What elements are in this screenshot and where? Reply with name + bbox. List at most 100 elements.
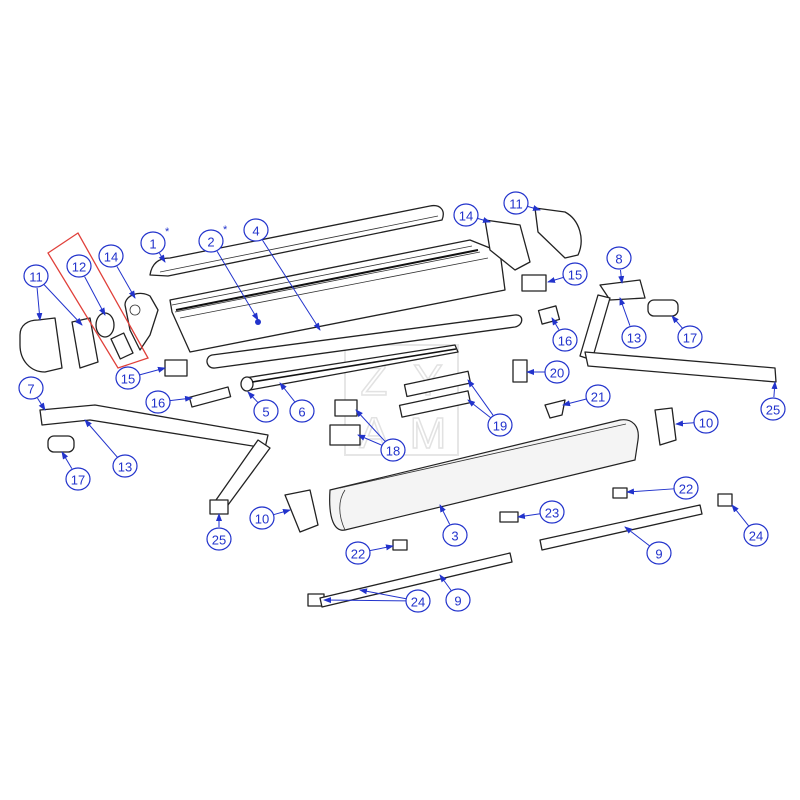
leader-line <box>116 266 136 299</box>
callout-number: 8 <box>615 252 622 267</box>
callout-number: 6 <box>298 405 305 420</box>
callout-number: 12 <box>72 260 86 275</box>
leader-line <box>279 382 295 402</box>
part-4-profile <box>206 314 523 369</box>
callout-circle <box>585 384 611 408</box>
callout-13: 13 <box>84 419 138 478</box>
callout-number: 18 <box>386 444 400 459</box>
left-arm <box>39 404 271 515</box>
callout-circle <box>243 218 269 242</box>
callout-number: 10 <box>699 416 713 431</box>
callout-number: 25 <box>212 533 226 548</box>
leader-line <box>37 397 46 411</box>
callout-9: 9 <box>439 574 471 612</box>
leader-line <box>731 504 749 526</box>
part-3-front-profile <box>329 419 639 531</box>
part-11-right-end-cap <box>534 207 582 259</box>
callout-20: 20 <box>526 360 570 384</box>
leader-line <box>467 379 494 416</box>
leader-line <box>619 297 631 326</box>
callout-18: 18 <box>355 409 406 462</box>
callout-circle <box>249 506 275 530</box>
callout-number: 17 <box>683 331 697 346</box>
callout-number: 1 <box>149 237 156 252</box>
part-2-fabric-tube <box>169 239 506 353</box>
callout-2: 2* <box>198 224 259 321</box>
callout-8: 8 <box>606 246 632 284</box>
callout-circle <box>206 527 232 551</box>
asterisk-mark: * <box>223 224 228 236</box>
callout-circle <box>621 325 647 349</box>
callout-16: 16 <box>145 390 193 414</box>
part-14-left-bracket <box>124 292 159 351</box>
callout-24: 24 <box>731 504 769 547</box>
callout-circle <box>503 191 529 215</box>
callout-number: 22 <box>679 482 693 497</box>
callout-23: 23 <box>517 500 565 524</box>
callout-circle <box>23 264 49 288</box>
leader-line <box>517 513 541 519</box>
callout-circle <box>140 231 166 255</box>
leader-line <box>626 488 675 495</box>
leader-line <box>36 287 43 321</box>
leader-line <box>323 597 407 604</box>
part-11-left-end-caps <box>19 317 99 373</box>
leader-line <box>618 269 625 284</box>
callout-10: 10 <box>249 506 291 530</box>
highlight-box-motor-kit <box>47 232 149 369</box>
part-1-cover <box>149 204 444 277</box>
leader-line <box>477 217 491 223</box>
callout-22: 22 <box>345 541 394 565</box>
callout-circle <box>380 438 406 462</box>
callout-13: 13 <box>619 297 647 349</box>
callout-circle <box>677 325 703 349</box>
callout-number: 9 <box>454 594 461 609</box>
callout-number: 22 <box>351 547 365 562</box>
callout-circle <box>253 399 279 423</box>
callout-22: 22 <box>626 476 699 500</box>
callout-number: 3 <box>451 529 458 544</box>
leader-line <box>355 409 386 442</box>
callout-25: 25 <box>760 381 786 421</box>
callout-number: 7 <box>27 382 34 397</box>
callout-number: 16 <box>558 334 572 349</box>
leader-line <box>439 504 451 525</box>
callout-17: 17 <box>61 451 91 491</box>
callout-number: 17 <box>71 473 85 488</box>
callout-circle <box>673 476 699 500</box>
callout-circle <box>115 366 141 390</box>
callout-circle <box>693 410 719 434</box>
callout-number: 9 <box>655 547 662 562</box>
callout-3: 3 <box>439 504 468 547</box>
callout-circle <box>442 523 468 547</box>
callout-number: 20 <box>550 366 564 381</box>
leader-line <box>43 284 83 326</box>
leader-line <box>675 420 695 427</box>
callout-number: 13 <box>627 331 641 346</box>
callout-7: 7 <box>18 376 46 411</box>
callout-16: 16 <box>551 317 578 352</box>
part-6-roller <box>240 344 459 392</box>
callout-circle <box>539 500 565 524</box>
asterisk-mark: * <box>165 226 170 238</box>
callout-circle <box>405 589 431 613</box>
callout-circle <box>552 328 578 352</box>
callout-15: 15 <box>115 366 166 390</box>
svg-text:M: M <box>410 409 447 458</box>
leader-line <box>439 574 452 591</box>
callout-9: 9 <box>624 526 672 565</box>
callout-number: 11 <box>29 270 43 285</box>
callout-circle <box>445 588 471 612</box>
callout-number: 24 <box>411 595 425 610</box>
callout-number: 15 <box>121 372 135 387</box>
leader-line <box>84 276 106 316</box>
callout-number: 13 <box>118 460 132 475</box>
callout-4: 4 <box>243 218 321 331</box>
callout-24: 24 <box>323 588 431 613</box>
leader-line <box>169 395 193 402</box>
leader-line <box>562 398 587 407</box>
leader-line <box>139 366 166 376</box>
callout-circle <box>743 523 769 547</box>
leader-line <box>357 434 383 446</box>
callout-11: 11 <box>23 264 83 326</box>
